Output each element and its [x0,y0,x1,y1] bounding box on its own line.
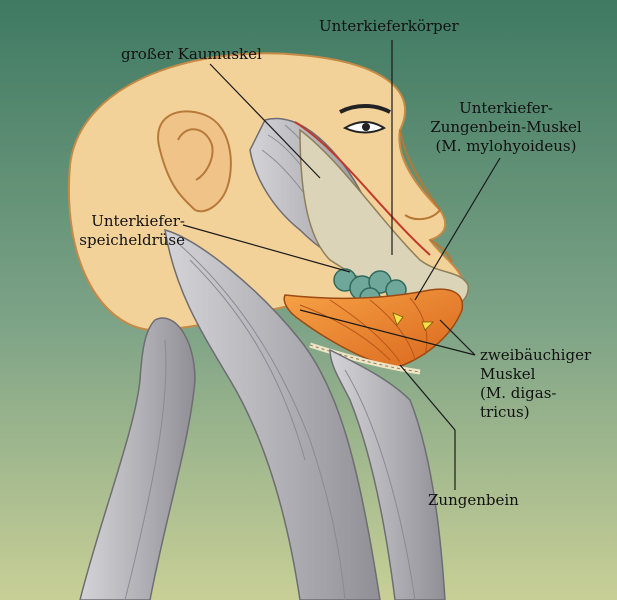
label-mylohyoideus: Unterkiefer- Zungenbein-Muskel (M. myloh… [430,99,582,155]
lips [429,239,453,263]
yellow-arrows [392,312,434,331]
label-unterkieferkoerper: Unterkieferkörper [319,17,459,35]
ear [157,110,232,213]
label-zungenbein: Zungenbein [428,491,519,509]
eyebrow [339,104,391,114]
salivary-gland [333,268,407,309]
label-speicheldruese: Unterkiefer- speicheldrüse [79,212,185,249]
leader-lines [182,40,501,490]
label-digastricus: zweibäuchiger Muskel (M. digas- tricus) [480,346,592,421]
posterior-neck-muscle [79,317,196,600]
nose [399,129,442,221]
label-kaumuskel: großer Kaumuskel [121,45,262,63]
